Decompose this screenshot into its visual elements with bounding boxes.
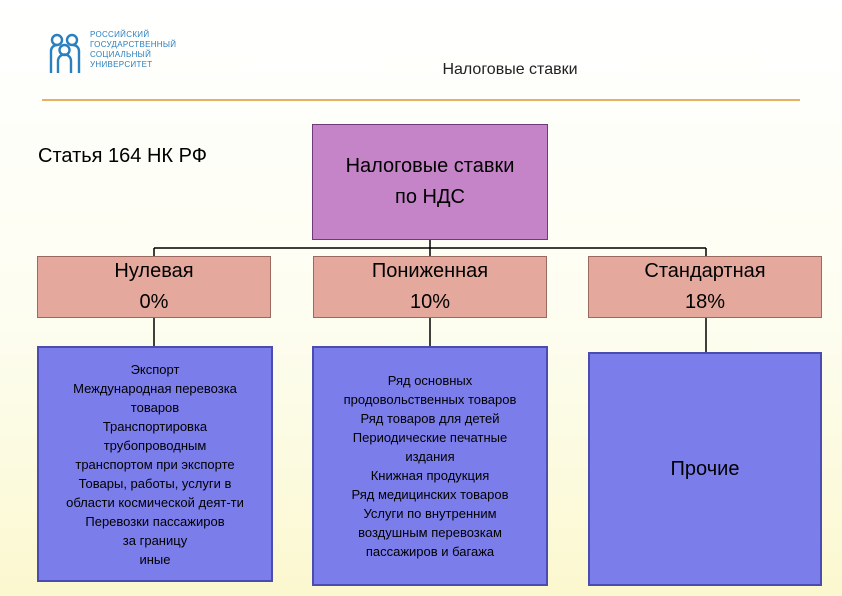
detail-item: Товары, работы, услуги в — [78, 475, 232, 491]
category-node-zero: Нулевая 0% — [37, 256, 271, 318]
category-name: Пониженная — [371, 260, 489, 282]
detail-item: Ряд товаров для детей — [360, 411, 500, 426]
detail-item: Транспортировка — [102, 418, 208, 434]
detail-item: пассажиров и багажа — [365, 544, 495, 559]
detail-box-reduced: Ряд основных продовольственных товаров Р… — [312, 346, 548, 586]
detail-item: Международная перевозка — [73, 380, 237, 396]
root-node: Налоговые ставки по НДС — [312, 124, 548, 240]
detail-item: Перевозки пассажиров — [85, 513, 225, 529]
detail-item: Книжная продукция — [370, 468, 490, 483]
logo-line: Российский — [90, 30, 150, 39]
detail-item: Ряд основных — [387, 373, 473, 388]
logo-line: государственный — [90, 40, 177, 49]
detail-item: товаров — [130, 399, 180, 415]
detail-item: Прочие — [670, 457, 740, 480]
detail-item: Услуги по внутренним — [363, 506, 497, 521]
detail-item: Экспорт — [130, 361, 180, 377]
logo-icon — [49, 33, 81, 73]
root-line: Налоговые ставки — [345, 155, 515, 177]
detail-box-standard: Прочие — [588, 352, 822, 586]
category-name: Стандартная — [644, 260, 766, 282]
category-node-reduced: Пониженная 10% — [313, 256, 547, 318]
detail-item: за границу — [122, 532, 188, 548]
detail-item: воздушным перевозкам — [358, 525, 502, 540]
header-title: Налоговые ставки — [442, 61, 578, 78]
detail-item: транспортом при экспорте — [75, 456, 235, 472]
detail-item: Периодические печатные — [352, 430, 508, 445]
category-node-standard: Стандартная 18% — [588, 256, 822, 318]
detail-item: иные — [139, 551, 171, 567]
logo-wordmark: Российский государственный социальный ун… — [90, 30, 200, 70]
category-rate: 18% — [684, 291, 726, 313]
detail-item: продовольственных товаров — [343, 392, 517, 407]
category-name: Нулевая — [114, 260, 194, 282]
root-line: по НДС — [395, 186, 465, 208]
logo-line: социальный — [90, 50, 152, 59]
logo-line: университет — [90, 60, 153, 69]
header-divider — [42, 99, 800, 101]
detail-box-zero: Экспорт Международная перевозка товаров … — [37, 346, 273, 582]
detail-item: издания — [405, 449, 455, 464]
category-rate: 10% — [409, 291, 451, 313]
detail-item: трубопроводным — [103, 437, 207, 453]
detail-item: области космической деят-ти — [66, 494, 244, 510]
detail-item: Ряд медицинских товаров — [351, 487, 509, 502]
article-reference: Статья 164 НК РФ — [38, 145, 207, 167]
category-rate: 0% — [139, 291, 169, 313]
